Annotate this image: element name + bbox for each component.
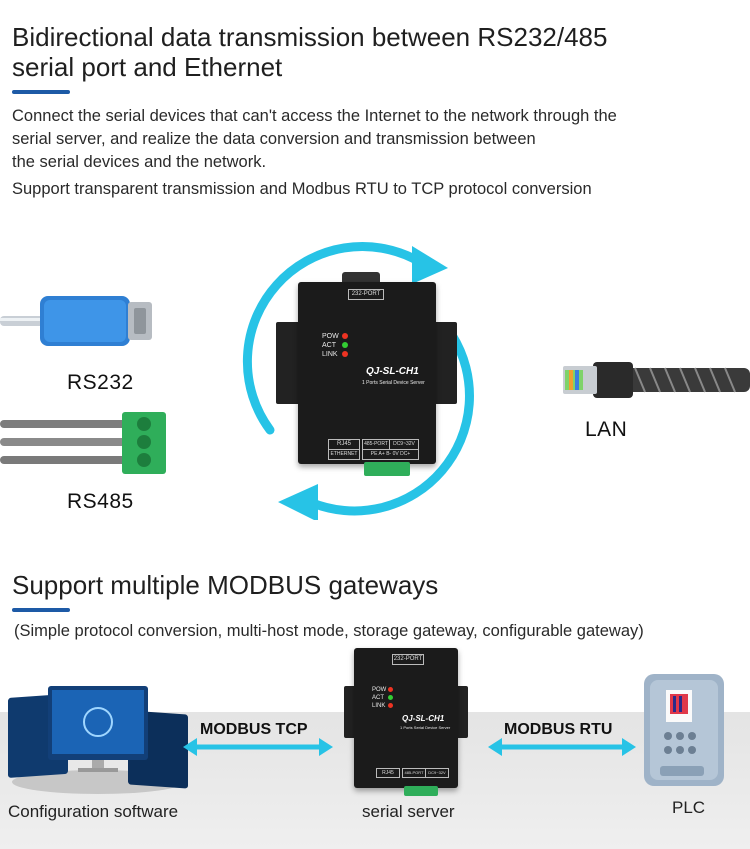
small-power-label: DC9~32V — [425, 768, 449, 778]
device-mount-ear-left — [276, 322, 300, 404]
led-label-link: LINK — [322, 351, 338, 358]
led-link — [342, 351, 348, 357]
small-port-label-485: 485-PORT — [402, 768, 426, 778]
led-label-act: ACT — [322, 342, 336, 349]
device-mount-ear-right — [433, 322, 457, 404]
section1-desc-line4: Support transparent transmission and Mod… — [12, 180, 592, 198]
section2-title: Support multiple MODBUS gateways — [12, 570, 439, 600]
port-label-232: 232-PORT — [348, 289, 384, 300]
label-modbus-tcp: MODBUS TCP — [200, 721, 308, 738]
modbus-rtu-arrow — [488, 738, 636, 756]
title-underline — [12, 90, 70, 94]
section1-desc-line2: serial server, and realize the data conv… — [12, 130, 536, 148]
rs485-wires-image — [0, 412, 166, 474]
led-pow — [342, 333, 348, 339]
small-led-label-act: ACT — [372, 695, 384, 701]
plc-image — [644, 674, 724, 786]
caption-configuration-software: Configuration software — [8, 802, 179, 821]
label-modbus-rtu: MODBUS RTU — [504, 721, 613, 738]
lan-cable-image — [563, 362, 750, 398]
small-led-link — [388, 703, 393, 708]
small-rj45-label: RJ45 — [376, 768, 400, 778]
modbus-tcp-arrow — [183, 738, 333, 756]
configuration-software-image — [8, 686, 188, 794]
section1-desc-line1: Connect the serial devices that can't ac… — [12, 107, 617, 125]
bidirectional-arrows — [242, 242, 474, 520]
small-device-terminal-block — [404, 786, 438, 796]
small-led-label-link: LINK — [372, 703, 386, 709]
section1-title-line1: Bidirectional data transmission between … — [12, 22, 608, 52]
small-port-label-232: 232-PORT — [392, 654, 424, 665]
section1-title-line2: serial port and Ethernet — [12, 52, 283, 82]
ethernet-label: ETHERNET — [328, 449, 360, 460]
pin-labels: PE A+ B- 0V DC+ — [362, 449, 419, 460]
small-device-model: QJ-SL-CH1 — [402, 714, 445, 723]
small-serial-server-device: 232-PORT POW ACT LINK QJ-SL-CH1 1 Ports … — [354, 648, 458, 788]
section1-desc-line3: the serial devices and the network. — [12, 153, 267, 171]
small-device-model-sub: 1 Ports Serial Device Server — [400, 725, 451, 730]
led-act — [342, 342, 348, 348]
serial-server-device: 232-PORT POW ACT LINK QJ-SL-CH1 1 Ports … — [298, 282, 436, 464]
rs232-cable-image — [0, 296, 152, 346]
label-lan: LAN — [585, 418, 628, 441]
section2-subtitle: (Simple protocol conversion, multi-host … — [14, 622, 644, 640]
small-led-act — [388, 695, 393, 700]
small-led-pow — [388, 687, 393, 692]
label-rs485: RS485 — [67, 490, 134, 513]
device-terminal-block — [364, 462, 410, 476]
led-label-pow: POW — [322, 333, 339, 340]
caption-serial-server: serial server — [362, 802, 455, 821]
small-led-label-pow: POW — [372, 687, 387, 693]
device-model: QJ-SL-CH1 — [366, 366, 419, 377]
caption-plc: PLC — [672, 798, 706, 817]
section2-title-underline — [12, 608, 70, 612]
label-rs232: RS232 — [67, 371, 134, 394]
device-model-sub: 1 Ports Serial Device Server — [362, 380, 425, 386]
